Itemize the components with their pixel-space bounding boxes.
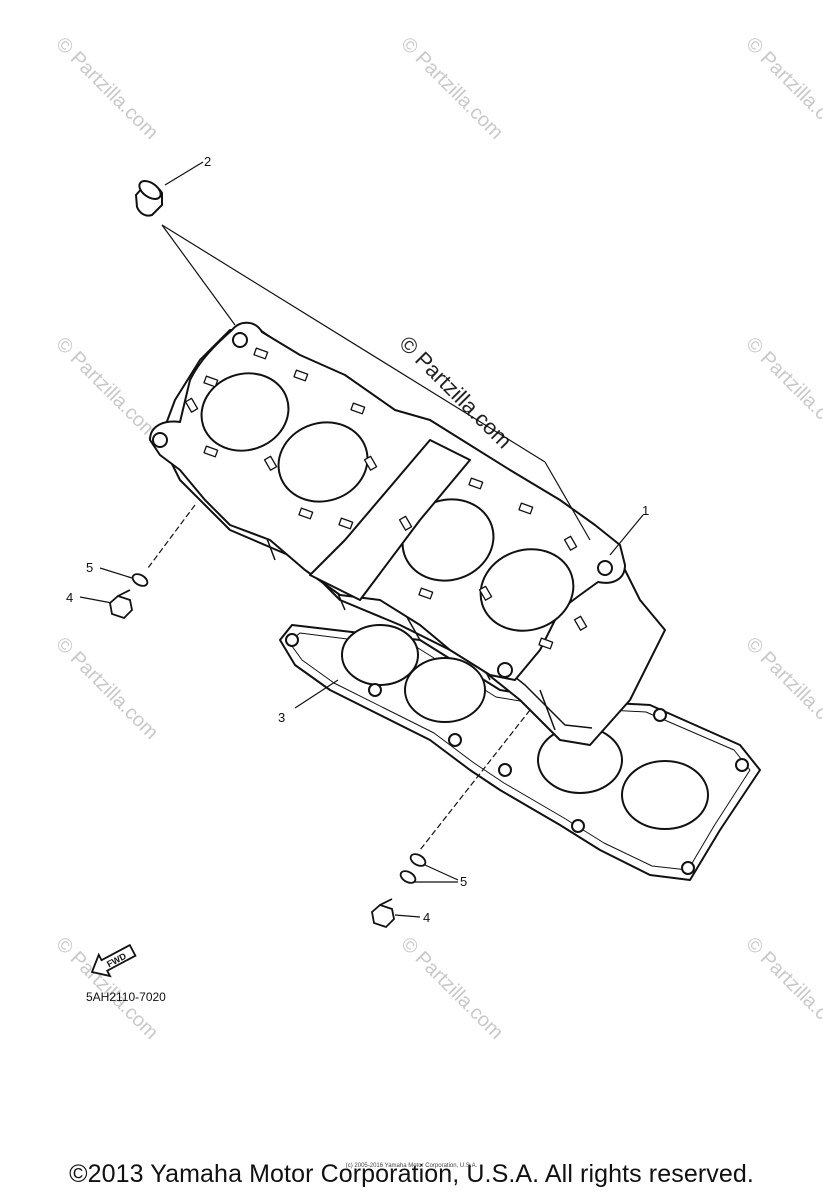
watermark: © Partzilla.com bbox=[396, 933, 507, 1044]
washer bbox=[131, 573, 149, 587]
dowel-pin bbox=[134, 180, 163, 217]
callout-2: 2 bbox=[204, 154, 211, 169]
callout-numbers: 1 2 3 4 5 4 5 bbox=[66, 154, 649, 925]
washer bbox=[399, 870, 417, 884]
callout-1: 1 bbox=[642, 503, 649, 518]
bolt bbox=[371, 898, 395, 929]
watermark: © Partzilla.com bbox=[51, 933, 162, 1044]
callout-5-left: 5 bbox=[86, 560, 93, 575]
callout-4-left: 4 bbox=[66, 590, 73, 605]
watermark: © Partzilla.com bbox=[741, 633, 823, 744]
watermark: © Partzilla.com bbox=[51, 33, 162, 144]
leader-lines bbox=[79, 161, 644, 918]
copyright-footer: ©2013 Yamaha Motor Corporation, U.S.A. A… bbox=[69, 1160, 754, 1188]
cylinder-block bbox=[149, 321, 666, 746]
watermark: © Partzilla.com bbox=[51, 333, 162, 444]
callout-5-right: 5 bbox=[460, 874, 467, 889]
watermark: © Partzilla.com bbox=[741, 333, 823, 444]
copyright-fineprint: (c) 2005-2016 Yamaha Motor Corporation, … bbox=[345, 1163, 478, 1169]
part-number: 5AH2110-7020 bbox=[86, 990, 166, 1004]
fasteners bbox=[109, 573, 427, 929]
watermark: © Partzilla.com bbox=[51, 633, 162, 744]
callout-3: 3 bbox=[278, 710, 285, 725]
watermark: © Partzilla.com bbox=[741, 933, 823, 1044]
callout-4-right: 4 bbox=[423, 910, 430, 925]
watermark: © Partzilla.com bbox=[741, 33, 823, 144]
cylinder-gasket bbox=[279, 624, 761, 881]
washer bbox=[409, 853, 427, 867]
bolt bbox=[109, 589, 133, 620]
watermark: © Partzilla.com bbox=[396, 33, 507, 144]
